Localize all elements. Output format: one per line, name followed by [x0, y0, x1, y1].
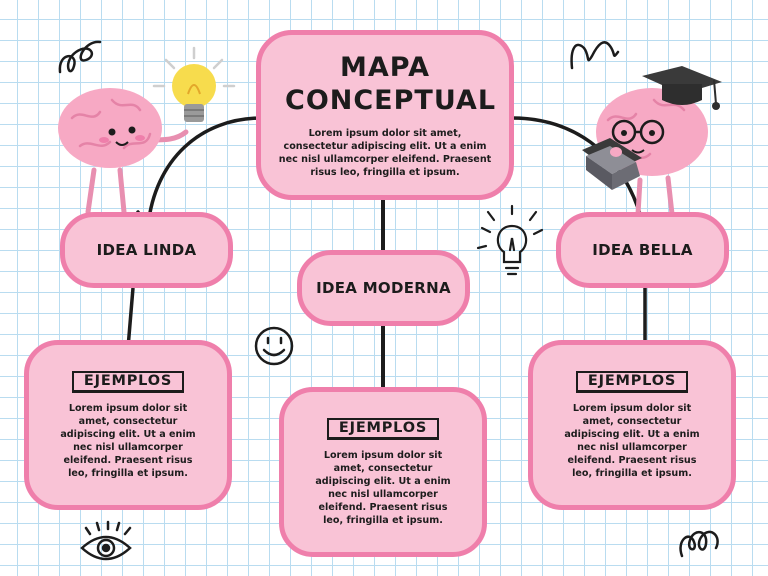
examples-box-right: EJEMPLOS Lorem ipsum dolor sit amet, con… [528, 340, 736, 510]
examples-text-left: Lorem ipsum dolor sit amet, consectetur … [60, 402, 196, 479]
main-title: MAPA CONCEPTUAL [285, 52, 497, 116]
examples-text-center: Lorem ipsum dolor sit amet, consectetur … [315, 449, 451, 526]
idea-label-right: IDEA BELLA [592, 241, 693, 259]
squiggle-icon [570, 41, 620, 70]
connector-main-to-left [146, 116, 263, 227]
squiggle-icon [58, 40, 102, 74]
idea-label-center: IDEA MODERNA [316, 279, 451, 297]
smiley-icon [254, 326, 294, 366]
main-description: Lorem ipsum dolor sit amet, consectetur … [278, 128, 492, 178]
book-icon [582, 138, 642, 190]
eye-icon [80, 520, 132, 561]
brain-mascot-icon [58, 88, 189, 215]
examples-label-right: EJEMPLOS [575, 370, 689, 393]
idea-node-right: IDEA BELLA [556, 212, 729, 288]
idea-node-center: IDEA MODERNA [297, 250, 470, 326]
examples-box-center: EJEMPLOS Lorem ipsum dolor sit amet, con… [279, 387, 487, 557]
idea-label-left: IDEA LINDA [96, 241, 197, 259]
graduation-cap-icon [642, 66, 722, 110]
examples-label-left: EJEMPLOS [71, 370, 185, 393]
examples-label-center: EJEMPLOS [326, 417, 440, 440]
examples-box-left: EJEMPLOS Lorem ipsum dolor sit amet, con… [24, 340, 232, 510]
light-bulb-icon [152, 46, 236, 122]
squiggle-icon [679, 530, 719, 558]
examples-text-right: Lorem ipsum dolor sit amet, consectetur … [564, 402, 700, 479]
idea-bulb-doodle-icon [476, 204, 544, 276]
idea-node-left: IDEA LINDA [60, 212, 233, 288]
main-concept-box: MAPA CONCEPTUAL Lorem ipsum dolor sit am… [256, 30, 514, 200]
connector-main-to-right [511, 116, 642, 215]
